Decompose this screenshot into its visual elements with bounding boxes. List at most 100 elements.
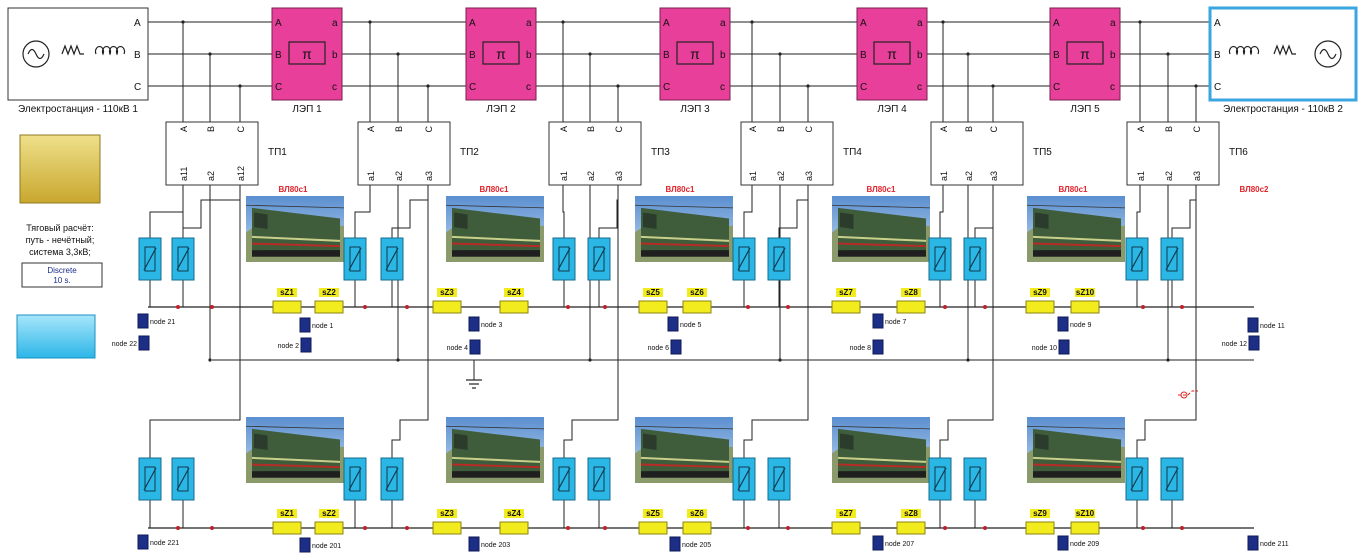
impedance-top-4[interactable]: sZ4 xyxy=(499,288,529,314)
impedance-bottom-1[interactable]: sZ1 xyxy=(272,509,302,535)
gold-subsystem-block[interactable] xyxy=(19,134,101,204)
switch-diagonal xyxy=(737,247,751,271)
node-bottom-1[interactable]: node 221 xyxy=(137,534,179,550)
impedance-bottom-7[interactable]: sZ7 xyxy=(831,509,861,535)
switch-bottom-5-1[interactable] xyxy=(928,457,952,501)
switch-element xyxy=(1166,246,1178,272)
node-bottom-4[interactable]: node 205 xyxy=(669,536,711,552)
switch-top-2-2[interactable] xyxy=(380,237,404,281)
node-bottom-7[interactable]: node 211 xyxy=(1247,535,1289,551)
node-top-6[interactable]: node 4 xyxy=(447,339,481,355)
switch-top-1-2[interactable] xyxy=(171,237,195,281)
impedance-top-10[interactable]: sZ10 xyxy=(1070,288,1100,314)
impedance-bottom-8[interactable]: sZ8 xyxy=(896,509,926,535)
node-top-8[interactable]: node 6 xyxy=(648,339,682,355)
switch-bottom-1-2[interactable] xyxy=(171,457,195,501)
switch-top-1-1[interactable] xyxy=(138,237,162,281)
impedance-bottom-3[interactable]: sZ3 xyxy=(432,509,462,535)
node-top-11[interactable]: node 9 xyxy=(1057,316,1092,332)
node-top-2[interactable]: node 22 xyxy=(112,335,150,351)
switch-bottom-4-1[interactable] xyxy=(732,457,756,501)
switch-top-2-1[interactable] xyxy=(343,237,367,281)
switch-top-5-2[interactable] xyxy=(963,237,987,281)
locomotive-label: ВЛ80с2 xyxy=(1240,185,1270,194)
impedance-bottom-9[interactable]: sZ9 xyxy=(1025,509,1055,535)
impedance-bottom-2[interactable]: sZ2 xyxy=(314,509,344,535)
switch-bottom-2-1[interactable] xyxy=(343,457,367,501)
port-label: B xyxy=(275,50,282,61)
node-label: node 1 xyxy=(312,323,334,330)
impedance-bottom-5[interactable]: sZ5 xyxy=(638,509,668,535)
node-top-14[interactable]: node 12 xyxy=(1222,335,1260,351)
impedance-top-9[interactable]: sZ9 xyxy=(1025,288,1055,314)
switch-top-3-2[interactable] xyxy=(587,237,611,281)
impedance-top-7[interactable]: sZ7 xyxy=(831,288,861,314)
impedance-top-5[interactable]: sZ5 xyxy=(638,288,668,314)
node-top-1[interactable]: node 21 xyxy=(137,313,175,329)
port-label: C xyxy=(469,82,476,93)
switch-top-6-1[interactable] xyxy=(1125,237,1149,281)
switch-top-5-1[interactable] xyxy=(928,237,952,281)
switch-bottom-3-1[interactable] xyxy=(552,457,576,501)
node-bottom-6[interactable]: node 209 xyxy=(1057,535,1099,551)
switch-bottom-2-2[interactable] xyxy=(380,457,404,501)
substation-frame xyxy=(930,121,1024,186)
port-label: a11 xyxy=(179,167,189,181)
switch-bottom-4-2[interactable] xyxy=(767,457,791,501)
impedance-top-2[interactable]: sZ2 xyxy=(314,288,344,314)
node-label: node 10 xyxy=(1032,345,1057,352)
switch-diagonal xyxy=(1130,467,1144,491)
node-top-3[interactable]: node 1 xyxy=(299,317,334,333)
impedance-top-6[interactable]: sZ6 xyxy=(682,288,712,314)
node-bottom-2[interactable]: node 201 xyxy=(299,537,341,553)
node-top-9[interactable]: node 7 xyxy=(872,313,907,329)
node-top-13[interactable]: node 11 xyxy=(1247,317,1285,333)
impedance-bottom-4[interactable]: sZ4 xyxy=(499,509,529,535)
junction-dot xyxy=(941,20,945,24)
impedance-label: sZ3 xyxy=(440,288,454,297)
switch-bottom-3-2[interactable] xyxy=(587,457,611,501)
switch-top-3-1[interactable] xyxy=(552,237,576,281)
switch-bottom-1-1[interactable] xyxy=(138,457,162,501)
switch-element xyxy=(177,246,189,272)
impedance-bottom-6[interactable]: sZ6 xyxy=(682,509,712,535)
impedance-tag xyxy=(1075,509,1095,518)
junction-dot xyxy=(588,52,592,56)
node-top-10[interactable]: node 8 xyxy=(850,339,884,355)
node-top-5[interactable]: node 3 xyxy=(468,316,503,332)
node-top-7[interactable]: node 5 xyxy=(667,316,702,332)
stripe xyxy=(451,456,541,463)
node-bottom-3[interactable]: node 203 xyxy=(468,536,510,552)
impedance-bottom-10[interactable]: sZ10 xyxy=(1070,509,1100,535)
switch-bottom-5-2[interactable] xyxy=(963,457,987,501)
node-top-4[interactable]: node 2 xyxy=(278,337,312,353)
switch-bottom-6-1[interactable] xyxy=(1125,457,1149,501)
blue-subsystem-block[interactable] xyxy=(16,314,96,359)
node-block xyxy=(667,316,679,332)
node-top-12[interactable]: node 10 xyxy=(1032,339,1070,355)
switch-top-4-2[interactable] xyxy=(767,237,791,281)
switch-top-6-2[interactable] xyxy=(1160,237,1184,281)
node-bottom-5[interactable]: node 207 xyxy=(872,535,914,551)
impedance-top-1[interactable]: sZ1 xyxy=(272,288,302,314)
switch-bottom-6-2[interactable] xyxy=(1160,457,1184,501)
impedance-top-8[interactable]: sZ8 xyxy=(896,288,926,314)
port-label: C xyxy=(134,82,141,93)
impedance-top-3[interactable]: sZ3 xyxy=(432,288,462,314)
switch-top-4-1[interactable] xyxy=(732,237,756,281)
